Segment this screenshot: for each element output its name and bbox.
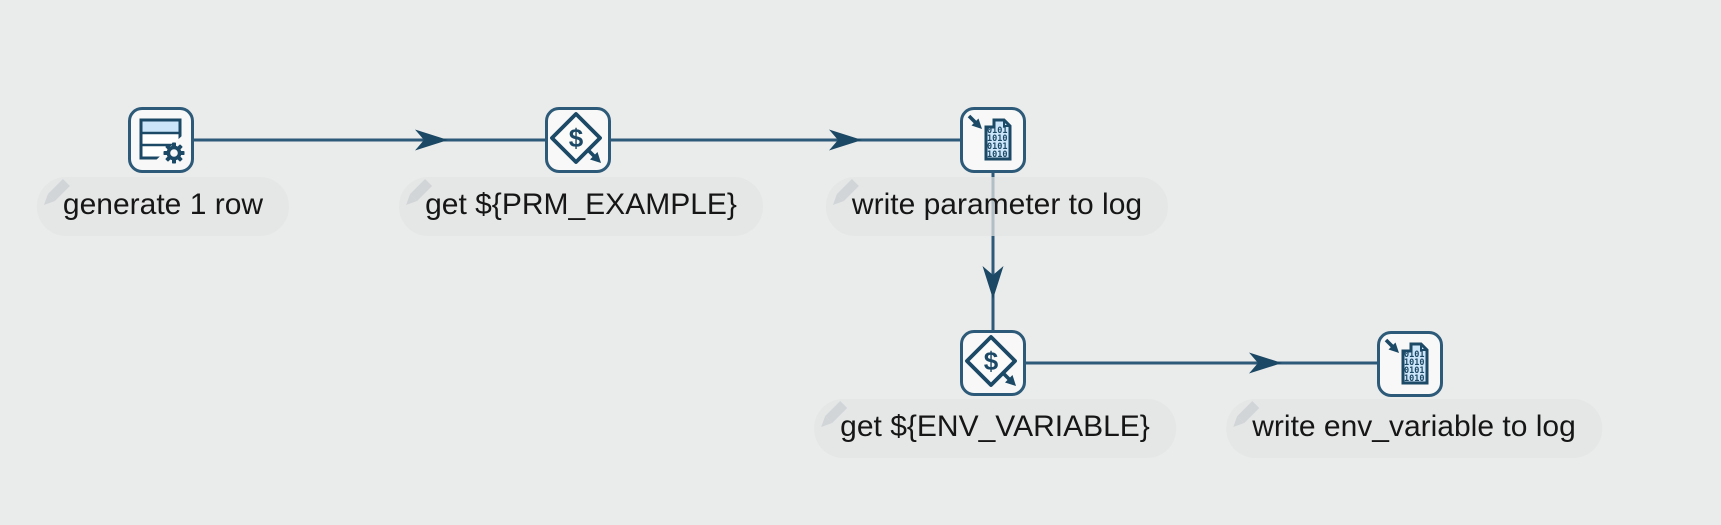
edit-pencil-icon[interactable] (43, 176, 75, 208)
edit-pencil-icon[interactable] (820, 398, 852, 430)
step-label-text: get ${PRM_EXAMPLE} (425, 188, 737, 221)
binary-line: 1010 (987, 134, 1007, 144)
binary-line: 0101 (987, 126, 1007, 136)
edit-pencil-icon[interactable] (405, 176, 437, 208)
step-label-text: write env_variable to log (1252, 410, 1576, 443)
binary-line: 0101 (1404, 366, 1424, 376)
connection-arrowhead[interactable] (982, 266, 1004, 299)
step-label-generate-1-row[interactable]: generate 1 row (36, 176, 290, 236)
generate-rows-icon (139, 118, 185, 163)
connection-arrowhead[interactable] (829, 129, 862, 151)
write-to-log-icon: 0101 1010 0101 1010 (967, 114, 1011, 160)
step-node-write-env-variable-to-log[interactable]: 0101 1010 0101 1010 (1377, 331, 1443, 397)
dollar-glyph: $ (568, 123, 583, 153)
edit-pencil-icon[interactable] (832, 176, 864, 208)
arrow-out-icon (1000, 370, 1016, 386)
step-node-generate-1-row[interactable] (128, 107, 194, 173)
step-label-text: generate 1 row (62, 188, 264, 221)
connection-env-to-writelog[interactable] (1025, 352, 1378, 374)
arrow-out-icon (585, 147, 601, 163)
step-node-get-prm-example[interactable]: $ (545, 107, 611, 173)
step-node-get-env-variable[interactable]: $ (960, 330, 1026, 396)
step-label-get-env-variable[interactable]: get ${ENV_VARIABLE} (814, 399, 1176, 458)
edit-pencil-icon[interactable] (1232, 398, 1264, 430)
step-label-text: write parameter to log (851, 188, 1143, 221)
binary-line: 0101 (1404, 350, 1424, 360)
binary-line: 0101 (987, 142, 1007, 152)
connection-arrowhead[interactable] (1249, 352, 1282, 374)
step-label-write-parameter-to-log[interactable]: write parameter to log (825, 176, 1169, 236)
step-label-write-env-variable-to-log[interactable]: write env_variable to log (1226, 399, 1602, 458)
binary-line: 1010 (1404, 374, 1424, 384)
dollar-glyph: $ (983, 346, 998, 376)
binary-line: 1010 (1404, 358, 1424, 368)
arrow-in-icon (1384, 338, 1399, 353)
connection-generate-to-prm[interactable] (192, 129, 546, 151)
gear-icon (163, 142, 184, 163)
step-node-write-parameter-to-log[interactable]: 0101 1010 0101 1010 (960, 107, 1026, 173)
get-variables-icon: $ (549, 111, 602, 164)
get-variables-icon: $ (964, 334, 1017, 387)
connection-prm-to-writelog[interactable] (610, 129, 961, 151)
write-to-log-icon: 0101 1010 0101 1010 (1384, 338, 1428, 384)
step-label-get-prm-example[interactable]: get ${PRM_EXAMPLE} (399, 177, 763, 236)
arrow-in-icon (967, 114, 982, 129)
binary-line: 1010 (987, 150, 1007, 160)
step-label-text: get ${ENV_VARIABLE} (840, 410, 1150, 443)
connection-arrowhead[interactable] (415, 129, 448, 151)
